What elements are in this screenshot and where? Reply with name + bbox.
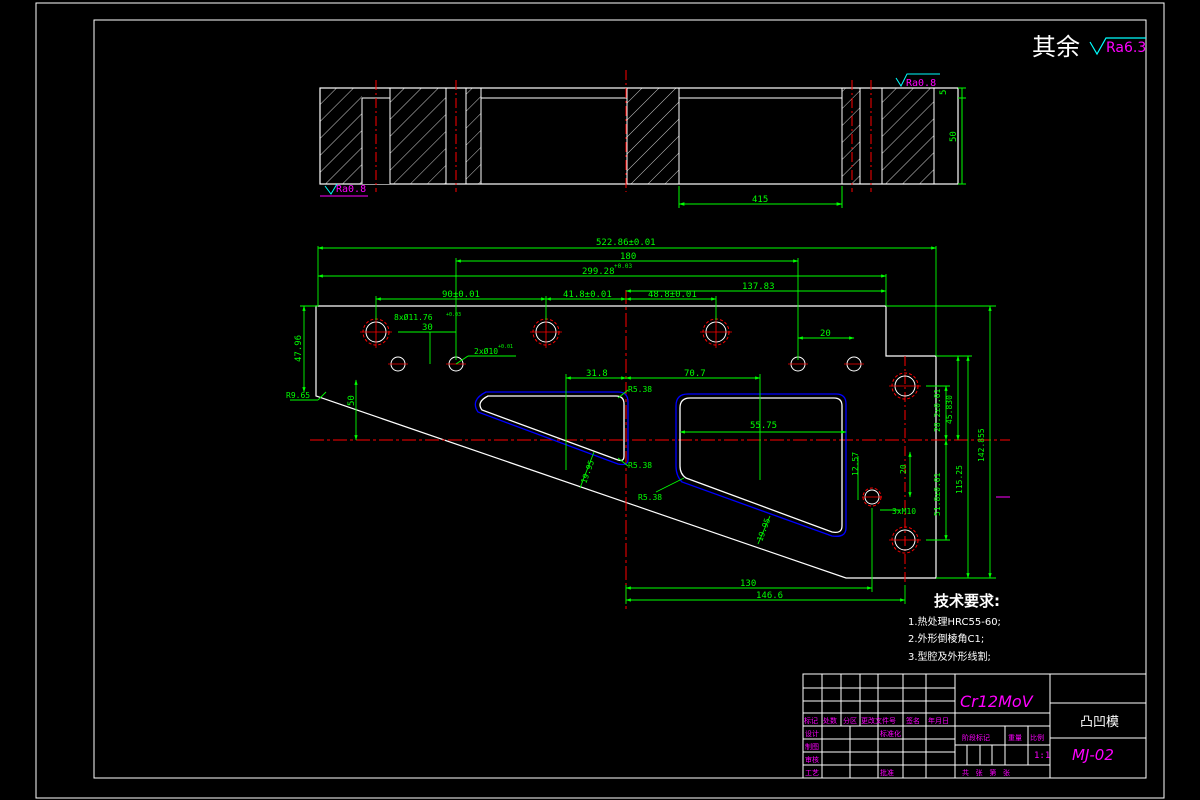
sheet-border-inner xyxy=(93,19,1147,779)
section-view: Ra0.8 Ra0.8 5 50 415 xyxy=(319,70,966,208)
dim-thickness-small: 5 xyxy=(939,90,949,95)
roughness-symbol-icon xyxy=(895,73,940,88)
dim-41: 41.8±0.01 xyxy=(563,290,612,300)
title-drawing-no: MJ-02 xyxy=(1072,746,1114,764)
title-header-cell: 签名 xyxy=(906,716,920,725)
title-header-cell: 标记 xyxy=(804,716,818,725)
technical-requirements: 技术要求: 1.热处理HRC55-60; 2.外形倒棱角C1; 3.型腔及外形线… xyxy=(908,592,1001,663)
part-outline xyxy=(315,305,937,579)
dim-31: 31.8 xyxy=(586,369,608,379)
tech-req-item: 3.型腔及外形线割; xyxy=(908,650,991,663)
dim-hole-tol: +0.03 xyxy=(446,312,461,318)
dim-overall: 522.86±0.01 xyxy=(596,238,656,248)
section-hatch-block xyxy=(842,88,860,184)
title-stage-mark: 阶段标记 xyxy=(962,733,990,742)
dim-12: 12.57 xyxy=(851,452,860,476)
dim-50: 50 xyxy=(347,395,357,406)
tech-req-item: 2.外形倒棱角C1; xyxy=(908,632,984,645)
dim-45: 45.830 xyxy=(945,395,954,424)
dim-115: 115.25 xyxy=(955,465,964,494)
title-row-label: 审核 xyxy=(805,755,819,764)
section-hatch-block xyxy=(390,88,446,184)
other-roughness-label: 其余 xyxy=(1032,33,1080,61)
title-header-cell: 处数 xyxy=(823,716,837,725)
dim-r5-a: R5.38 xyxy=(628,385,652,394)
dim-length: 415 xyxy=(752,195,768,205)
dim-28: 28.2±0.01 xyxy=(933,388,942,432)
dim-pin-dia: 2xØ10 xyxy=(474,346,498,356)
holes-large xyxy=(362,318,919,554)
dim-146: 146.6 xyxy=(756,591,783,601)
dim-299: 299.28 xyxy=(582,267,615,277)
section-hatch-block xyxy=(466,88,481,184)
roughness-bottom: Ra0.8 xyxy=(336,184,366,195)
dim-pin-tol: +0.01 xyxy=(498,344,513,350)
plan-view: 522.86±0.01 180 299.28 +0.03 90±0.01 41.… xyxy=(286,238,1010,610)
pocket-cavity xyxy=(479,395,625,462)
title-ratio: 比例 xyxy=(1030,733,1044,742)
title-row-label: 制图 xyxy=(805,742,819,751)
title-header-cell: 年月日 xyxy=(928,716,949,725)
dim-299-tol: +0.03 xyxy=(614,263,632,270)
dim-height: 50 xyxy=(949,131,959,142)
tech-req-item: 1.热处理HRC55-60; xyxy=(908,615,1001,628)
pocket-cavity xyxy=(679,397,843,534)
dim-51: 51.8±0.01 xyxy=(933,472,942,516)
title-header-cells: 标记 处数 分区 更改文件号 签名 年月日 设计 制图 审核 工艺 标准化 批准… xyxy=(804,716,1044,777)
dim-20-top: 20 xyxy=(820,329,831,339)
dim-90: 90±0.01 xyxy=(442,290,480,300)
tech-req-title: 技术要求: xyxy=(934,592,1000,610)
holes-small xyxy=(390,356,882,507)
title-sheet: 共 张 第 张 xyxy=(962,768,1010,777)
roughness-symbol-icon xyxy=(324,183,338,195)
section-hatch-block xyxy=(627,88,679,184)
dim-r9: R9.65 xyxy=(286,391,310,400)
title-block xyxy=(802,673,1147,779)
other-roughness-value: Ra6.3 xyxy=(1106,40,1146,56)
section-hatch-block xyxy=(320,88,362,184)
dim-hole-dia: 8xØ11.76 xyxy=(394,312,433,322)
dim-19-b: 19.95 xyxy=(755,517,772,543)
dim-r5-c: R5.38 xyxy=(638,493,662,502)
roughness-top: Ra0.8 xyxy=(906,78,936,89)
dim-142: 142.855 xyxy=(977,428,986,462)
dim-r5-b: R5.38 xyxy=(628,461,652,470)
title-header-cell: 更改文件号 xyxy=(861,716,896,725)
section-hatch-block xyxy=(882,88,934,184)
title-part-name: 凸凹模 xyxy=(1080,715,1119,730)
sheet-border-outer xyxy=(35,2,1165,799)
title-material: Cr12MoV xyxy=(960,692,1034,711)
dim-20-right: 20 xyxy=(899,464,908,474)
title-row-label: 工艺 xyxy=(805,769,819,777)
title-approve: 批准 xyxy=(880,768,894,777)
roughness-symbol-icon xyxy=(1089,37,1146,56)
dim-137: 137.83 xyxy=(742,282,775,292)
dim-m10: 3xM10 xyxy=(892,507,916,516)
title-header-cell: 分区 xyxy=(843,716,857,725)
dim-30: 30 xyxy=(422,323,433,333)
title-weight: 重量 xyxy=(1008,734,1022,742)
dim-130: 130 xyxy=(740,579,756,589)
title-row-label: 设计 xyxy=(805,729,819,738)
dim-55: 55.75 xyxy=(750,421,777,431)
title-scale: 1:1 xyxy=(1034,751,1050,761)
dim-47: 47.96 xyxy=(294,335,304,362)
dim-19-a: 19.95 xyxy=(579,459,596,485)
dim-70: 70.7 xyxy=(684,369,706,379)
dim-180: 180 xyxy=(620,252,636,262)
dim-48: 48.8±0.01 xyxy=(648,290,697,300)
title-standardization: 标准化 xyxy=(880,729,901,738)
